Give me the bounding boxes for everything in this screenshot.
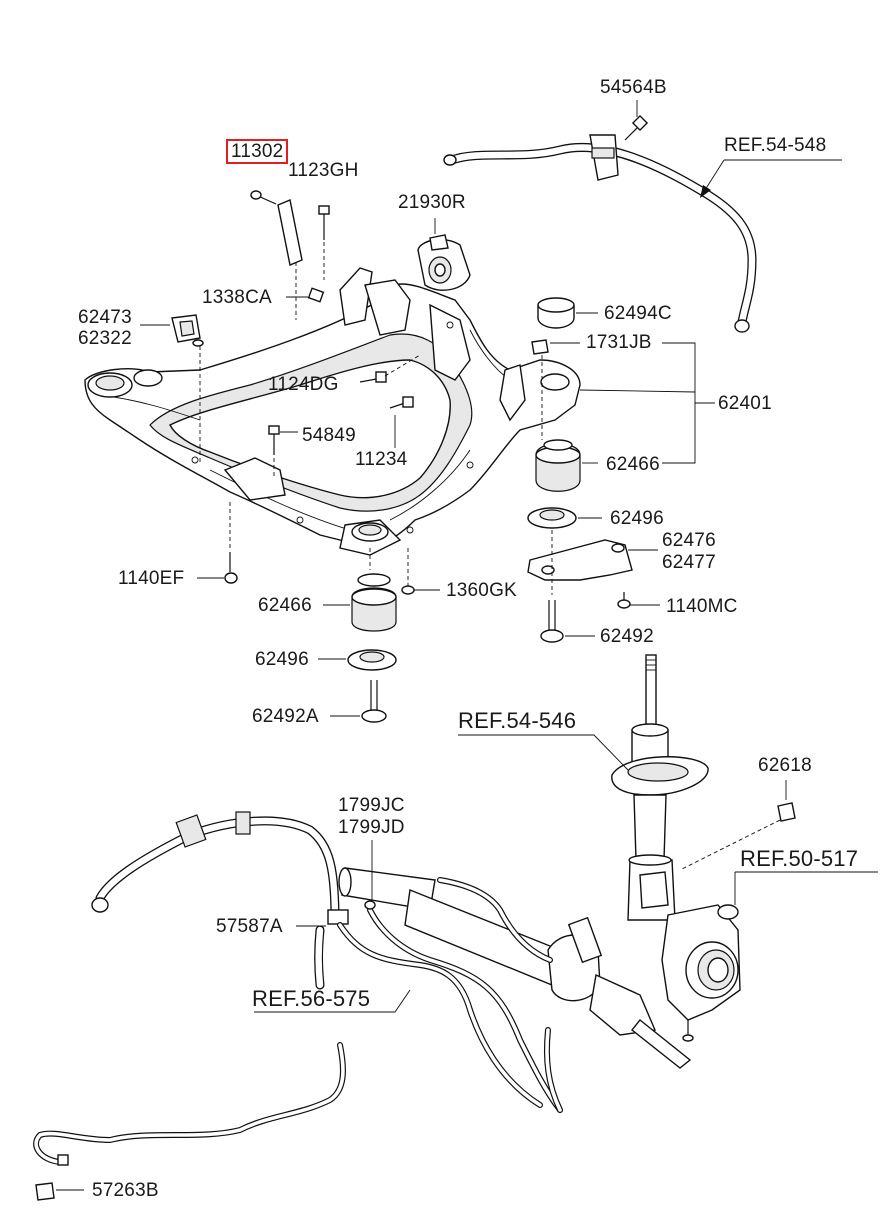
- part-label-62466-left[interactable]: 62466: [258, 595, 312, 616]
- part-label-11234[interactable]: 11234: [355, 449, 408, 470]
- bolt-11234: [389, 396, 414, 409]
- bolt-1123gh: [318, 205, 330, 240]
- part-label-57587a[interactable]: 57587A: [216, 916, 283, 937]
- part-label-62496-right[interactable]: 62496: [610, 508, 664, 529]
- ref-label-54-548[interactable]: REF.54-548: [724, 135, 827, 156]
- part-label-1799jc[interactable]: 1799JC: [338, 795, 405, 816]
- cooler-line: [33, 1042, 346, 1166]
- bolt-1360gk: [401, 585, 415, 595]
- stabilizer-bar: [443, 134, 757, 333]
- part-label-1140mc[interactable]: 1140MC: [666, 596, 738, 617]
- bracket-62476: [527, 539, 633, 581]
- part-label-62492a[interactable]: 62492A: [252, 706, 319, 727]
- part-label-62466-right[interactable]: 62466: [606, 454, 660, 475]
- subframe: [84, 267, 581, 556]
- washer-62496-left: [347, 649, 397, 671]
- bolt-1124dg: [359, 371, 387, 383]
- part-label-62473[interactable]: 62473: [78, 307, 132, 328]
- part-label-62477[interactable]: 62477: [662, 552, 716, 573]
- part-label-62494c[interactable]: 62494C: [604, 303, 672, 324]
- part-label-1799jd[interactable]: 1799JD: [338, 817, 405, 838]
- nut-62618: [777, 802, 796, 822]
- bolt-1140ef: [224, 552, 238, 584]
- bolt-62492a: [361, 680, 387, 723]
- strut-assembly: [611, 654, 709, 921]
- washer-62496-right: [527, 507, 577, 529]
- part-label-1140ef[interactable]: 1140EF: [118, 568, 185, 589]
- clamp-57263b: [35, 1182, 55, 1201]
- part-label-62618[interactable]: 62618: [758, 755, 812, 776]
- part-label-21930r[interactable]: 21930R: [398, 192, 466, 213]
- bolt-54849: [268, 425, 280, 455]
- bushing-62466-left: [351, 573, 397, 632]
- nut-1731jb: [531, 339, 549, 355]
- part-label-62492[interactable]: 62492: [600, 626, 654, 647]
- steering-rack: [338, 867, 692, 1069]
- bracket-11302: [250, 190, 303, 266]
- part-label-62322[interactable]: 62322: [78, 328, 132, 349]
- part-label-1123gh[interactable]: 1123GH: [288, 160, 359, 181]
- pressure-hose: [91, 811, 349, 990]
- bushing-62494c: [537, 297, 575, 329]
- part-label-62476[interactable]: 62476: [662, 530, 716, 551]
- part-label-54564b[interactable]: 54564B: [600, 77, 667, 98]
- ref-label-54-546[interactable]: REF.54-546: [458, 708, 577, 733]
- part-label-62401[interactable]: 62401: [718, 393, 772, 414]
- ref-leaders: [254, 159, 878, 1013]
- bolt-1140mc: [617, 592, 631, 609]
- part-label-1124dg[interactable]: 1124DG: [268, 374, 339, 395]
- ref-label-50-517[interactable]: REF.50-517: [740, 846, 859, 871]
- part-label-1731jb[interactable]: 1731JB: [586, 332, 652, 353]
- part-label-1338ca[interactable]: 1338CA: [202, 287, 272, 308]
- clip-62473: [171, 314, 204, 347]
- mount-21930r: [417, 234, 471, 291]
- part-label-1360gk[interactable]: 1360GK: [446, 580, 517, 601]
- return-lines: [337, 877, 563, 1113]
- bolt-62492: [540, 600, 564, 643]
- steering-knuckle: [661, 904, 741, 1042]
- nut-1338ca: [307, 287, 325, 303]
- bolt-54564b: [624, 114, 649, 141]
- part-label-11302[interactable]: 11302: [226, 139, 289, 164]
- ref-label-56-575[interactable]: REF.56-575: [252, 986, 371, 1011]
- clamp-1799jc: [364, 900, 376, 910]
- part-label-54849[interactable]: 54849: [302, 425, 356, 446]
- part-label-62496-left[interactable]: 62496: [255, 649, 309, 670]
- bushing-62466-right: [535, 439, 581, 492]
- part-label-57263b[interactable]: 57263B: [92, 1180, 159, 1201]
